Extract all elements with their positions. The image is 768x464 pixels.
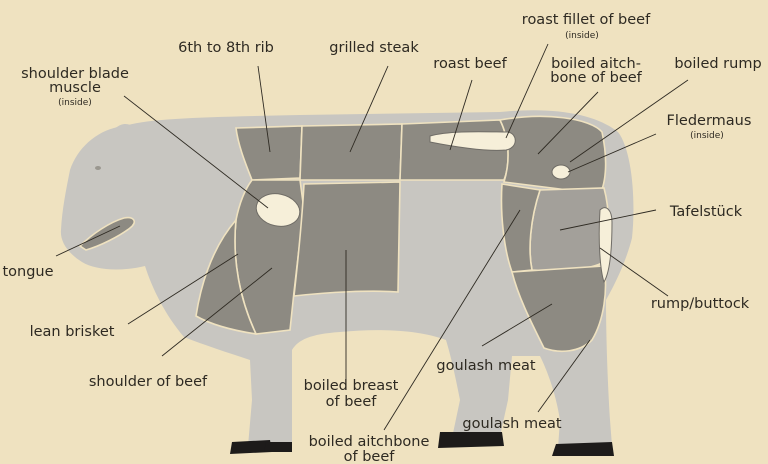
label-aitch-top-2: bone of beef <box>550 70 642 86</box>
cow-eye <box>95 166 101 170</box>
label-fledermaus-note: (inside) <box>690 131 724 141</box>
label-aitch-bottom-1: boiled aitchbone <box>309 434 430 450</box>
label-shoulder-blade-note: (inside) <box>58 98 92 108</box>
label-tafelstueck: Tafelstück <box>669 204 743 220</box>
label-shoulder-of-beef: shoulder of beef <box>89 374 208 390</box>
label-lean-brisket: lean brisket <box>30 324 115 340</box>
cut-fledermaus <box>552 165 570 179</box>
label-tongue: tongue <box>2 264 53 280</box>
label-rump-buttock: rump/buttock <box>651 296 750 312</box>
label-boiled-rump: boiled rump <box>674 56 761 72</box>
label-breast-1: boiled breast <box>304 378 399 394</box>
label-roast-fillet-note: (inside) <box>565 31 599 41</box>
label-roast-beef: roast beef <box>433 56 507 72</box>
cut-breast <box>294 182 400 296</box>
cut-grilled-steak <box>300 124 402 180</box>
label-breast-2: of beef <box>326 394 378 410</box>
hoof-hind-right <box>552 442 614 456</box>
label-aitch-bottom-2: of beef <box>344 449 396 464</box>
label-shoulder-blade-2: muscle <box>49 80 101 96</box>
hoof-hind-left <box>438 432 504 448</box>
hoof-front-right <box>264 442 292 452</box>
cut-tafelstueck <box>530 188 608 271</box>
label-grilled-steak: grilled steak <box>329 40 419 56</box>
label-rib: 6th to 8th rib <box>178 40 274 56</box>
label-fledermaus: Fledermaus <box>667 113 752 129</box>
label-roast-fillet: roast fillet of beef <box>522 12 651 28</box>
label-goulash-2: goulash meat <box>462 416 561 432</box>
cut-aitchbone-top <box>500 116 606 194</box>
label-goulash-1: goulash meat <box>436 358 535 374</box>
